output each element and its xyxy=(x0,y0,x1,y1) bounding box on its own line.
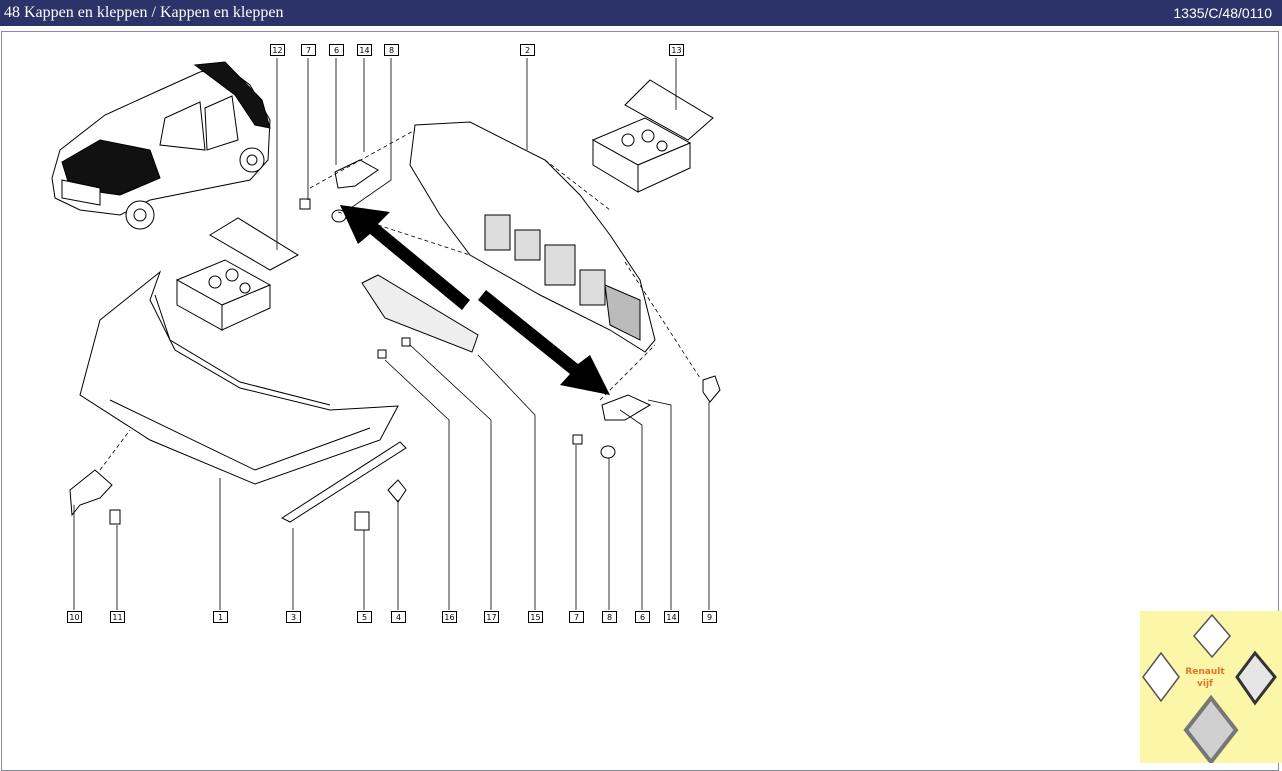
logo-subtitle: vijf xyxy=(1197,679,1213,689)
hood-illustration xyxy=(79,270,399,485)
callout-3[interactable]: 3 xyxy=(286,611,301,623)
box-12-illustration xyxy=(175,217,300,331)
title-bar: 48 Kappen en kleppen / Kappen en kleppen… xyxy=(0,0,1282,26)
document-code: 1335/C/48/0110 xyxy=(1173,5,1272,21)
bracket-illustration xyxy=(69,469,113,517)
callout-5[interactable]: 5 xyxy=(357,611,372,623)
callout-13[interactable]: 13 xyxy=(669,44,684,56)
callout-11[interactable]: 11 xyxy=(110,611,125,623)
callout-7-top[interactable]: 7 xyxy=(301,44,316,56)
small-parts xyxy=(109,159,721,531)
callout-14-top[interactable]: 14 xyxy=(357,44,372,56)
renault-logo-graphic xyxy=(1140,611,1282,763)
callout-8-bottom[interactable]: 8 xyxy=(602,611,617,623)
tailgate-illustration xyxy=(409,121,656,353)
renault-logo-text: Renault vijf xyxy=(1174,666,1236,690)
page-title: 48 Kappen en kleppen / Kappen en kleppen xyxy=(4,4,284,21)
callout-10[interactable]: 10 xyxy=(67,611,82,623)
double-arrow xyxy=(340,205,610,395)
callout-15[interactable]: 15 xyxy=(528,611,543,623)
callout-7-bottom[interactable]: 7 xyxy=(569,611,584,623)
callout-14-bottom[interactable]: 14 xyxy=(664,611,679,623)
leader-lines xyxy=(73,58,710,610)
callout-8-top[interactable]: 8 xyxy=(384,44,399,56)
callout-16[interactable]: 16 xyxy=(442,611,457,623)
logo-brand: Renault xyxy=(1185,667,1225,677)
callout-17[interactable]: 17 xyxy=(484,611,499,623)
callout-2[interactable]: 2 xyxy=(520,44,535,56)
box-13-illustration xyxy=(591,79,714,193)
car-illustration xyxy=(51,61,271,230)
callout-9[interactable]: 9 xyxy=(702,611,717,623)
prop-rod-illustration xyxy=(280,441,407,523)
callout-4[interactable]: 4 xyxy=(391,611,406,623)
trim-15-illustration xyxy=(361,274,479,353)
callout-6-bottom[interactable]: 6 xyxy=(635,611,650,623)
callout-1[interactable]: 1 xyxy=(213,611,228,623)
callout-12[interactable]: 12 xyxy=(270,44,285,56)
callout-6-top[interactable]: 6 xyxy=(329,44,344,56)
